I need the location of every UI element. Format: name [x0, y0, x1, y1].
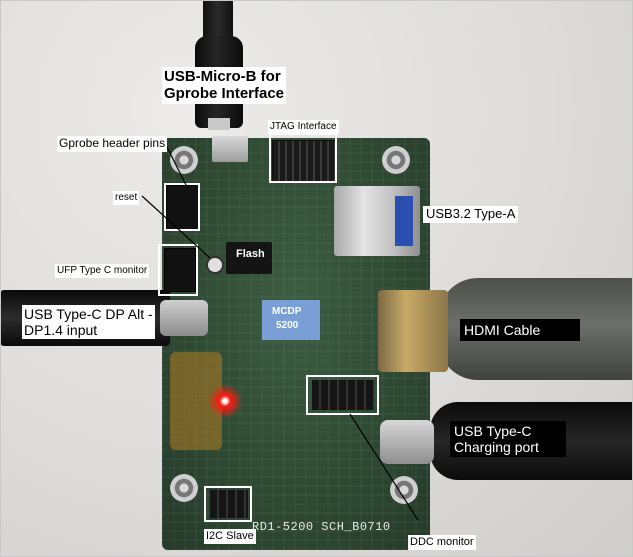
label-usb-micro-b: USB-Micro-B for Gprobe Interface [162, 67, 287, 104]
leader-reset [141, 195, 211, 259]
chip-label-line1: MCDP [272, 306, 302, 317]
mount-hole-top-left [170, 146, 198, 174]
micro-usb-plug [208, 118, 230, 130]
label-usbc-dp-alt-line1: USB Type-C DP Alt - [24, 306, 153, 322]
gprobe-header-box [164, 183, 200, 231]
label-ddc-monitor: DDC monitor [408, 535, 476, 550]
label-gprobe-header: Gprobe header pins [57, 136, 168, 152]
mount-hole-top-right [382, 146, 410, 174]
label-hdmi-cable: HDMI Cable [460, 319, 580, 342]
board-silkscreen: RD1-5200 SCH_B0710 [252, 520, 391, 534]
flash-label: Flash [236, 248, 265, 260]
ufp-monitor-box [158, 244, 198, 296]
label-usb-micro-b-line2: Gprobe Interface [164, 85, 285, 103]
leader-gprobe [164, 142, 189, 190]
usb-type-a-insert [395, 196, 413, 246]
label-usbc-charging: USB Type-C Charging port [450, 421, 566, 458]
label-usb-micro-b-line1: USB-Micro-B for [164, 68, 281, 85]
label-usb32-type-a: USB3.2 Type-A [423, 206, 519, 223]
mount-hole-bottom-left [170, 474, 198, 502]
hdmi-connector [378, 290, 448, 372]
micro-usb-receptacle [212, 136, 248, 162]
label-ufp-monitor: UFP Type C monitor [55, 264, 150, 278]
usbc-charging-plug [380, 420, 434, 464]
mount-hole-bottom-right [390, 476, 418, 504]
i2c-header [210, 490, 248, 518]
chip-label-line2: 5200 [276, 320, 299, 331]
usbc-dp-alt-plug [160, 300, 208, 336]
reset-button [206, 256, 224, 274]
leader-ddc [349, 413, 419, 521]
ufp-monitor-header [164, 248, 196, 292]
red-led [208, 384, 242, 418]
label-usbc-dp-alt: USB Type-C DP Alt - DP1.4 input [22, 305, 155, 340]
ddc-monitor-box [306, 375, 379, 415]
label-usbc-dp-alt-line2: DP1.4 input [24, 322, 98, 339]
label-reset: reset [113, 191, 140, 205]
label-i2c-slave: I2C Slave [204, 529, 256, 544]
label-jtag: JTAG Interface [268, 120, 339, 134]
ddc-header [312, 380, 374, 410]
label-usbc-charging-line2: Charging port [454, 439, 539, 456]
label-usbc-charging-line1: USB Type-C [454, 423, 532, 439]
jtag-box [269, 133, 337, 183]
flash-chip [226, 242, 272, 274]
mcdp5200-chip [262, 300, 320, 340]
i2c-slave-box [204, 486, 252, 522]
